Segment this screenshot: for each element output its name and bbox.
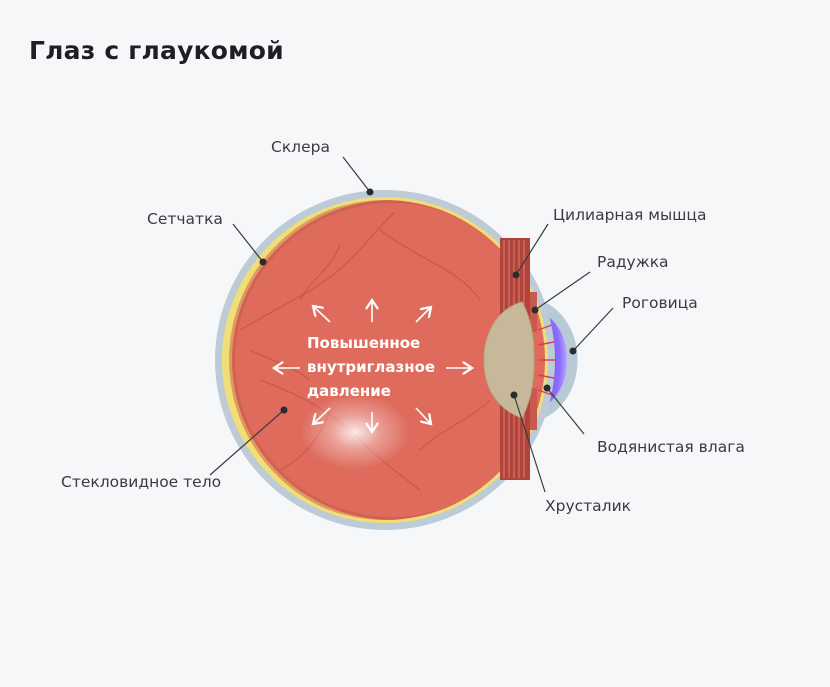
label-lens: Хрусталик [545,497,631,515]
label-aqueous-humor: Водянистая влага [597,438,745,456]
label-sclera: Склера [271,138,330,156]
arrow-up-left-icon [313,306,331,323]
blood-vessels [239,211,491,491]
pressure-line-3: давление [307,382,391,400]
arrow-down-left-icon [313,407,331,424]
label-ciliary-muscle: Цилиарная мышца [553,206,706,224]
aqueous-flow-arrows [537,324,556,396]
leader-dots [259,188,577,414]
pressure-line-1: Повышенное [307,334,420,352]
label-iris: Радужка [597,253,669,271]
label-cornea: Роговица [622,294,698,312]
label-vitreous-body: Стекловидное тело [61,473,221,491]
pressure-label: Повышенное внутриглазное давление [307,334,435,400]
page-title: Глаз с глаукомой [29,36,284,65]
leader-lines [209,156,614,493]
optic-glow [300,394,410,470]
label-retina: Сетчатка [147,210,223,228]
pressure-line-2: внутриглазное [307,358,435,376]
arrow-up-right-icon [415,307,431,323]
pressure-arrows [274,300,472,432]
arrow-down-right-icon [415,407,431,424]
